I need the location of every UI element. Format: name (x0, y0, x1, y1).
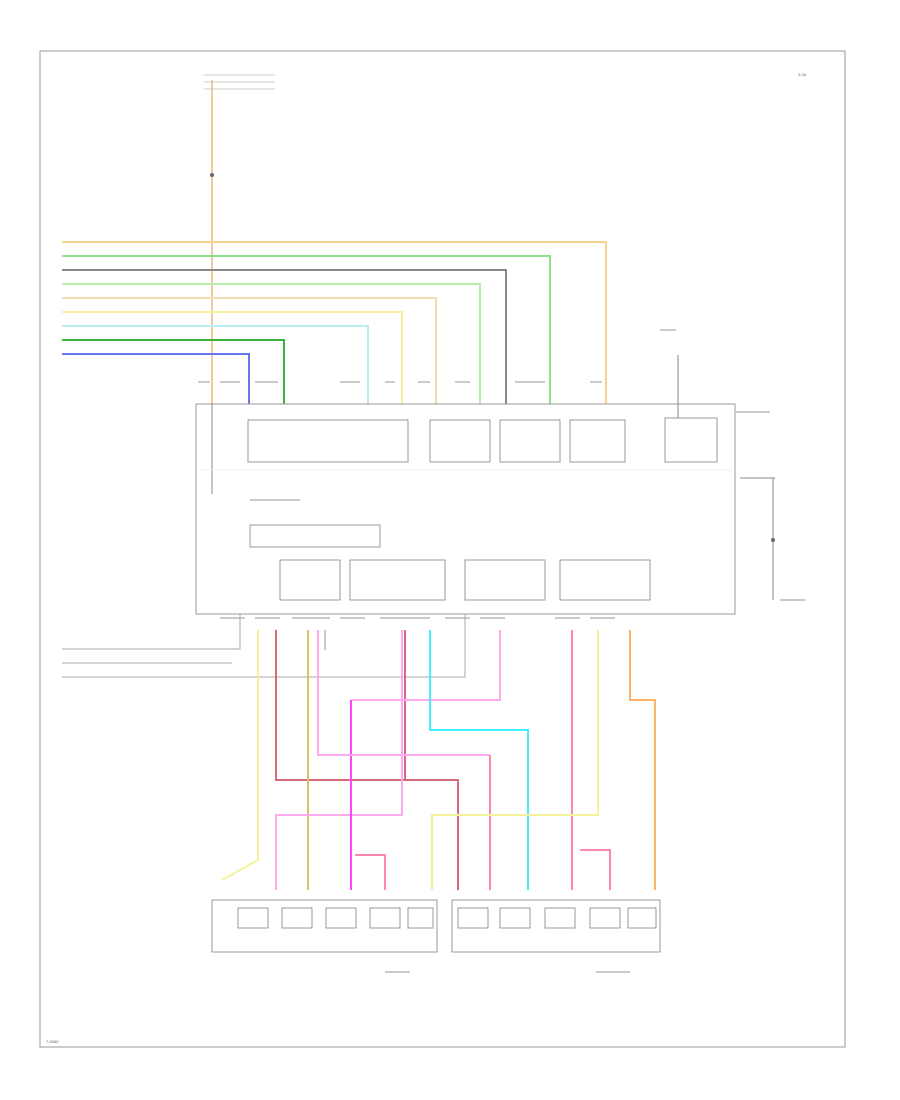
left-seat-motors (211, 899, 438, 953)
motor-output-wires (221, 630, 656, 890)
right-feed (677, 355, 775, 600)
illegible-labels (198, 329, 805, 973)
page-label: 7-6066 (46, 1039, 59, 1044)
input-wire-bundle (62, 241, 607, 404)
seat-switch-assembly (195, 403, 736, 615)
ground-inputs (62, 614, 466, 678)
diagram-code: 3.0A (798, 72, 807, 77)
diagram-frame (39, 50, 846, 1048)
right-seat-motors (451, 899, 661, 953)
